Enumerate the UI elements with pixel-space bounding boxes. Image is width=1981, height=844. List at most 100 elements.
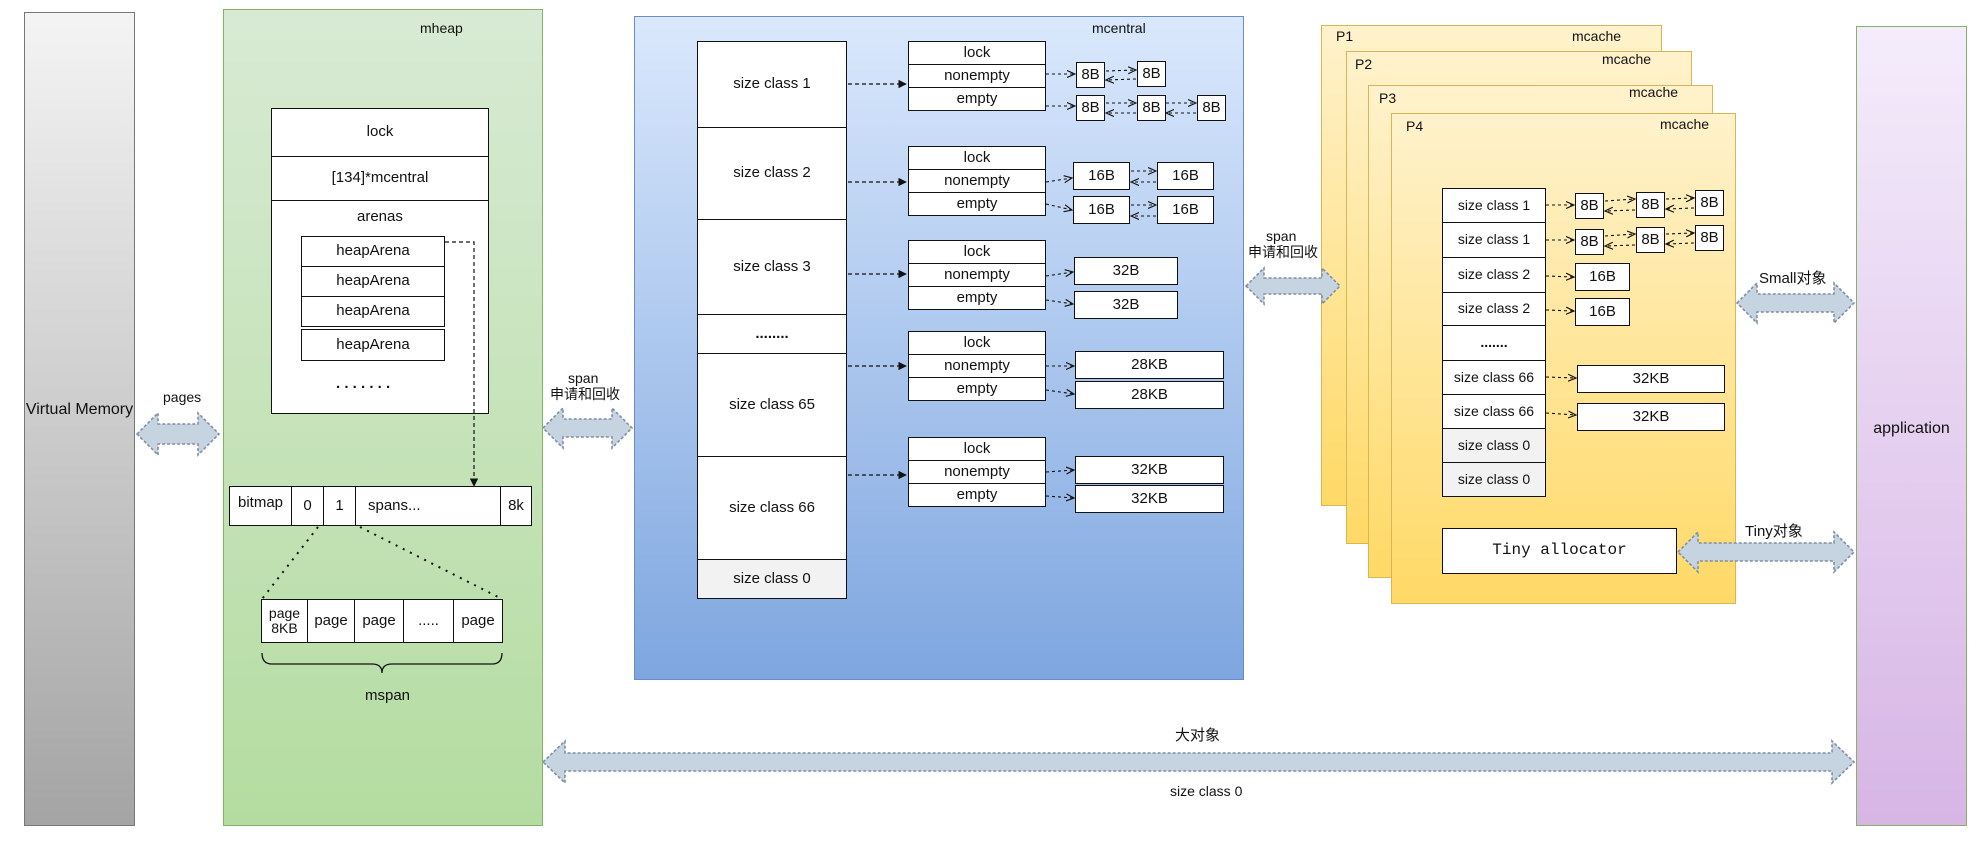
mcache-block: 16B (1575, 263, 1630, 291)
span-block: 32B (1074, 257, 1178, 285)
pages-label: pages (163, 389, 202, 405)
span-label-left: span (568, 370, 599, 386)
mcentral-empty: empty (908, 377, 1046, 401)
large-object-label: 大对象 (1175, 727, 1221, 744)
mcache-size-class: size class 66 (1442, 360, 1546, 395)
heap-arena: heapArena (301, 266, 445, 297)
p1-mcache-label: mcache (1572, 28, 1622, 44)
mspan-page: page (354, 599, 404, 643)
mcentral-nonempty: nonempty (908, 64, 1046, 88)
mspan-page: page (453, 599, 503, 643)
virtual-memory-label: Virtual Memory (25, 401, 134, 418)
span-block: 16B (1157, 196, 1214, 224)
mcentral-size-class: size class 65 (697, 353, 847, 457)
mcentral-lock: lock (908, 41, 1046, 65)
mcentral-size-class-ellipsis: ........ (697, 314, 847, 354)
p4-mcache-label: mcache (1660, 116, 1710, 132)
mcentral-nonempty: nonempty (908, 460, 1046, 484)
span-sublabel-left: 申请和回收 (550, 386, 620, 402)
mcentral-size-class-0: size class 0 (697, 559, 847, 599)
span-arrow-left (541, 406, 634, 450)
span-block: 16B (1157, 162, 1214, 190)
mcentral-nonempty: nonempty (908, 169, 1046, 193)
mspan-page: page (307, 599, 355, 643)
mcache-block: 16B (1575, 298, 1630, 326)
mcentral-lock: lock (908, 437, 1046, 461)
mcache-size-class-0: size class 0 (1442, 462, 1546, 497)
mcache-block: 8B (1695, 190, 1724, 216)
mcentral-empty: empty (908, 192, 1046, 216)
span-sublabel-right: 申请和回收 (1248, 244, 1318, 260)
mcache-size-class: size class 2 (1442, 257, 1546, 293)
mheap-lock: lock (271, 108, 489, 157)
application-panel (1856, 26, 1967, 826)
mcache-block: 32KB (1577, 403, 1725, 431)
mcache-size-class: size class 1 (1442, 222, 1546, 258)
bitmap-cell-0: 0 (291, 486, 324, 526)
8k-cell: 8k (500, 486, 532, 526)
span-block: 8B (1197, 95, 1226, 121)
mcentral-size-class: size class 2 (697, 127, 847, 220)
small-object-label: Small对象 (1759, 270, 1827, 287)
mspan-label: mspan (365, 687, 411, 704)
heap-arena: heapArena (301, 296, 445, 327)
size-class-0-label: size class 0 (1170, 783, 1243, 799)
mcache-block: 8B (1575, 229, 1604, 255)
small-object-arrow (1735, 281, 1856, 325)
spans-cell: spans... (355, 486, 501, 526)
bitmap-cell-1: 1 (323, 486, 356, 526)
heap-arena: heapArena (301, 236, 445, 267)
mcentral-nonempty: nonempty (908, 263, 1046, 287)
mspan-page: page 8KB (261, 599, 308, 643)
p3-label: P3 (1379, 90, 1397, 106)
mcentral-nonempty: nonempty (908, 354, 1046, 378)
mheap-title: mheap (420, 20, 463, 36)
large-object-arrow (541, 739, 1856, 785)
tiny-allocator: Tiny allocator (1442, 528, 1677, 574)
mcentral-title: mcentral (1092, 20, 1146, 36)
mspan-page: ..... (403, 599, 454, 643)
span-block: 8B (1076, 62, 1105, 88)
span-block: 8B (1137, 95, 1166, 121)
span-block: 32B (1074, 291, 1178, 319)
mcentral-lock: lock (908, 146, 1046, 170)
mcentral-lock: lock (908, 240, 1046, 264)
mcentral-size-class: size class 3 (697, 219, 847, 315)
mcentral-lock: lock (908, 331, 1046, 355)
span-block: 8B (1137, 61, 1166, 87)
span-label-right: span (1266, 228, 1297, 244)
mcentral-empty: empty (908, 483, 1046, 507)
span-block: 8B (1076, 95, 1105, 121)
mcache-size-class: size class 1 (1442, 188, 1546, 223)
span-block: 16B (1073, 162, 1130, 190)
mcache-block: 8B (1636, 192, 1665, 218)
p3-mcache-label: mcache (1629, 84, 1679, 100)
mcache-size-class: size class 66 (1442, 394, 1546, 429)
p1-label: P1 (1336, 28, 1354, 44)
heap-arena-ellipsis: . . . . . . . (336, 375, 391, 392)
p4-label: P4 (1406, 118, 1424, 134)
bitmap-cell: bitmap (229, 486, 292, 526)
tiny-object-label: Tiny对象 (1745, 523, 1803, 540)
mcentral-empty: empty (908, 87, 1046, 111)
mcache-size-class-ellipsis: ....... (1442, 325, 1546, 361)
p2-label: P2 (1355, 56, 1373, 72)
span-block: 32KB (1075, 485, 1224, 513)
mcache-size-class-0: size class 0 (1442, 428, 1546, 463)
mcentral-size-class: size class 1 (697, 41, 847, 128)
mheap-arenas-label: arenas (357, 208, 403, 225)
mcentral-empty: empty (908, 286, 1046, 310)
mcache-size-class: size class 2 (1442, 292, 1546, 326)
mcentral-size-class: size class 66 (697, 456, 847, 560)
p2-mcache-label: mcache (1602, 51, 1652, 67)
mcache-block: 32KB (1577, 365, 1725, 393)
span-block: 28KB (1075, 381, 1224, 409)
span-block: 28KB (1075, 351, 1224, 379)
heap-arena: heapArena (301, 329, 445, 361)
pages-arrow (135, 411, 221, 457)
virtual-memory-panel (24, 12, 135, 826)
mheap-mcentral-array: [134]*mcentral (271, 156, 489, 201)
span-block: 32KB (1075, 456, 1224, 484)
application-label: application (1873, 420, 1950, 437)
span-block: 16B (1073, 196, 1130, 224)
